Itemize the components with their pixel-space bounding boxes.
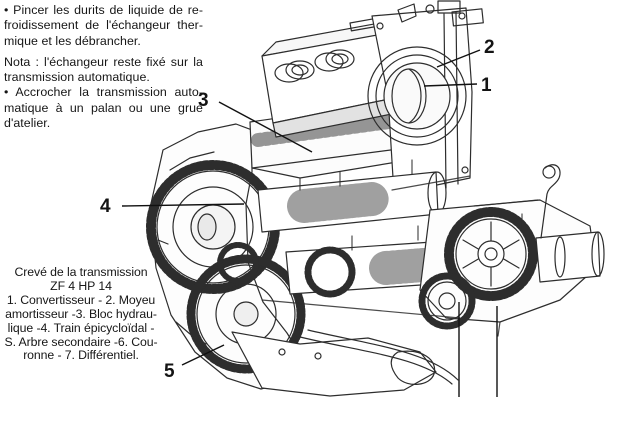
top-fittings [397,0,484,27]
oil-pan [231,329,459,397]
text-line: Nota : l'échangeur reste fixé sur la [4,54,203,69]
solenoids [274,49,355,83]
procedure-paragraph: • Accrocher la transmission auto- matiqu… [4,85,203,131]
callout-4: 4 [100,196,111,217]
secondary-gear [186,254,306,374]
torque-converter-housing [367,7,473,195]
callout-5: 5 [164,361,175,382]
input-shaft [257,171,447,233]
differential [418,199,605,330]
text-line: froidissement de l'échangeur ther- [4,18,203,33]
caption-legend-line: S. Arbre secondaire -6. Cou- [4,334,158,349]
caption-legend-line: lique -4. Train épicycloïdal - [7,320,155,335]
leader-line-4 [121,203,245,207]
caption-title: Crevé de la transmission [14,265,148,279]
differential-crown-gear [444,207,538,301]
sun-gear [217,242,259,284]
text-line: matique à un palan ou une grue [4,100,203,115]
procedure-paragraph: • Pincer les durits de liquide de re- fr… [4,3,203,49]
figure-caption: Crevé de la transmission ZF 4 HP 14 1. C… [2,265,160,363]
text-line: mique et les débrancher. [4,33,141,48]
leader-line-3 [218,101,313,153]
callout-labels: 1 2 3 4 5 [100,37,495,382]
transmission-cutaway-drawing [146,0,605,397]
text-line: transmission automatique. [4,70,150,85]
clutch-pack-upper [287,182,389,223]
leader-line-2 [436,49,481,68]
leader-line-5 [181,344,225,366]
ring-gear [146,160,280,294]
torque-converter-opening [367,46,467,146]
text-line: • Accrocher la transmission auto- [4,85,203,100]
axle-tube [535,231,601,283]
caption-legend-line: amortisseur -3. Bloc hydrau- [5,306,157,321]
caption-legend-line: 1. Convertisseur - 2. Moyeu [6,292,156,307]
text-line: d'atelier. [4,116,51,131]
leader-line-1 [423,83,478,87]
oil-dipstick [540,164,561,239]
caption-model: ZF 4 HP 14 [50,278,112,293]
callout-2: 2 [484,37,495,58]
callout-3: 3 [198,90,209,111]
differential-pinion [418,272,476,330]
callout-1: 1 [481,75,492,96]
text-line: • Pincer les durits de liquide de re- [4,3,203,17]
procedure-note: Nota : l'échangeur reste fixé sur la tra… [4,55,203,86]
leader-lines [121,49,498,397]
detail-strokes [261,159,539,337]
caption-legend-line: ronne - 7. Différentiel. [23,348,139,363]
procedure-text: • Pincer les durits de liquide de re- fr… [4,3,203,131]
